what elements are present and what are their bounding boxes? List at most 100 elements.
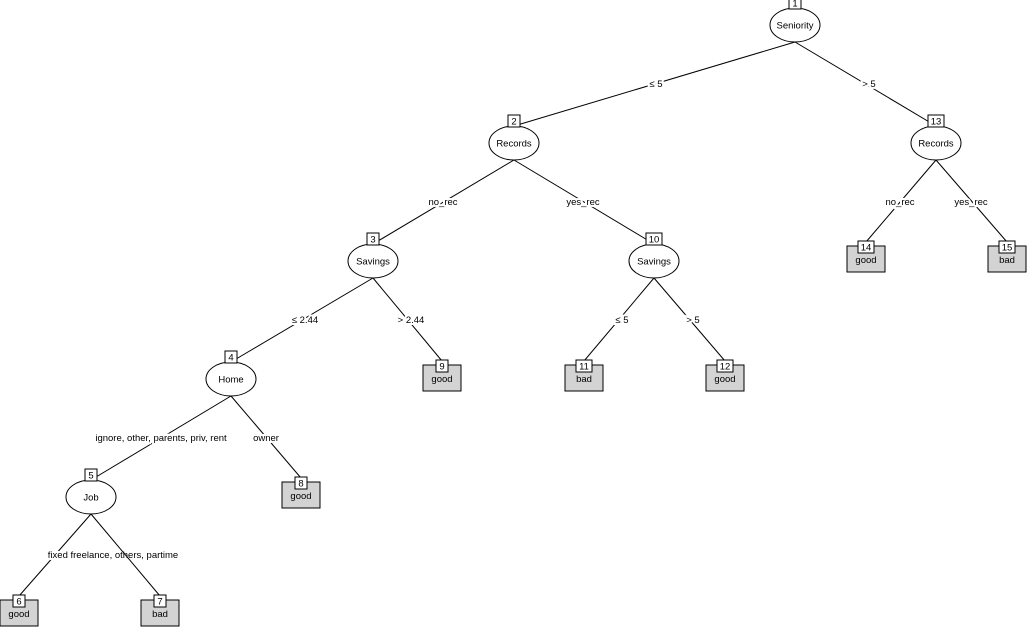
node-id-box (645, 232, 663, 246)
node-id: 3 (370, 235, 375, 246)
leaf-label: good (290, 491, 311, 502)
tree-edge: yes_rec (935, 159, 1008, 243)
node-id: 15 (1002, 243, 1013, 254)
node-label: Home (218, 375, 243, 386)
edge-line (18, 513, 92, 597)
node-id-box (716, 359, 734, 373)
node-label: Savings (637, 257, 671, 268)
node-id-box (998, 240, 1016, 254)
edge-label: > 2.44 (398, 315, 425, 326)
edge-line (372, 159, 515, 245)
node-id-box (927, 114, 945, 128)
inner-node: Savings 3 (347, 232, 399, 279)
node-id: 12 (720, 362, 731, 373)
node-label: Savings (356, 257, 390, 268)
tree-edge: no_rec (865, 159, 937, 243)
node-id-box (788, 0, 802, 10)
node-id: 1 (792, 0, 797, 10)
inner-node: Seniority 1 (769, 0, 821, 43)
edge-label: owner (253, 433, 279, 444)
inner-node: Savings 10 (628, 232, 680, 279)
tree-edge: ≤ 5 (513, 41, 796, 127)
node-id: 9 (439, 362, 444, 373)
edge-label: yes_rec (566, 197, 600, 208)
edge-line (865, 159, 937, 243)
tree-edge: owner (230, 395, 302, 479)
node-label: Records (496, 139, 532, 150)
edge-line (230, 277, 374, 363)
edge-line (513, 41, 796, 127)
tree-edge: > 2.44 (372, 277, 443, 362)
node-id: 10 (649, 235, 660, 246)
node-id-box (575, 359, 593, 373)
node-id: 7 (157, 597, 162, 608)
edge-label: > 5 (862, 79, 875, 90)
leaf-label: bad (999, 255, 1015, 266)
edge-line (935, 159, 1008, 243)
edge-label: ≤ 5 (615, 315, 628, 326)
leaf-label: good (8, 609, 29, 620)
node-id-box (857, 240, 875, 254)
node-id: 13 (931, 117, 942, 128)
edge-line (583, 277, 655, 362)
node-label: Records (918, 139, 954, 150)
edge-label: no_rec (885, 197, 914, 208)
node-id: 2 (511, 117, 516, 128)
leaf-label: bad (576, 374, 592, 385)
tree-edge (90, 513, 161, 597)
node-id: 11 (579, 362, 589, 373)
edge-line (90, 395, 232, 481)
node-label: Seniority (777, 21, 814, 32)
edge-label: ≤ 5 (649, 79, 662, 90)
edge-label: ignore, other, parents, priv, rent (95, 433, 227, 444)
node-id-box (294, 476, 308, 490)
edge-label: fixed freelance, others, partime (48, 550, 178, 561)
node-id-box (153, 594, 167, 608)
edge-label: ≤ 2.44 (292, 315, 318, 326)
inner-node: Job 5 (65, 468, 117, 515)
node-id: 8 (298, 479, 303, 490)
tree-edge: ≤ 5 (583, 277, 655, 362)
inner-node: Records 2 (488, 114, 540, 161)
node-label: Job (83, 493, 98, 504)
tree-edge: ≤ 2.44 (230, 277, 374, 363)
edge-line (653, 277, 726, 362)
node-id-box (84, 468, 98, 482)
edge-label: > 5 (686, 315, 699, 326)
node-id: 6 (16, 597, 21, 608)
leaf-label: good (431, 374, 452, 385)
tree-edge: no_rec (372, 159, 515, 245)
edge-line (513, 159, 655, 245)
edge-label: no_rec (428, 197, 457, 208)
edge-line (90, 513, 161, 597)
edge-line (230, 395, 302, 479)
inner-node: Home 4 (205, 350, 257, 397)
node-id-box (366, 232, 380, 246)
node-id: 5 (88, 471, 93, 482)
tree-edge: > 5 (653, 277, 726, 362)
node-id: 4 (228, 353, 233, 364)
tree-edge: yes_rec (513, 159, 655, 245)
edge-line (372, 277, 443, 362)
inner-node: Records 13 (910, 114, 962, 161)
node-id: 14 (861, 243, 872, 254)
node-id-box (224, 350, 238, 364)
leaf-label: good (855, 255, 876, 266)
node-id-box (435, 359, 449, 373)
node-id-box (507, 114, 521, 128)
edge-label: yes_rec (954, 197, 988, 208)
tree-edge: > 5 (794, 41, 937, 127)
node-id-box (12, 594, 26, 608)
edge-line (794, 41, 937, 127)
leaf-label: bad (152, 609, 168, 620)
tree-edge: ignore, other, parents, priv, rent (90, 395, 232, 481)
